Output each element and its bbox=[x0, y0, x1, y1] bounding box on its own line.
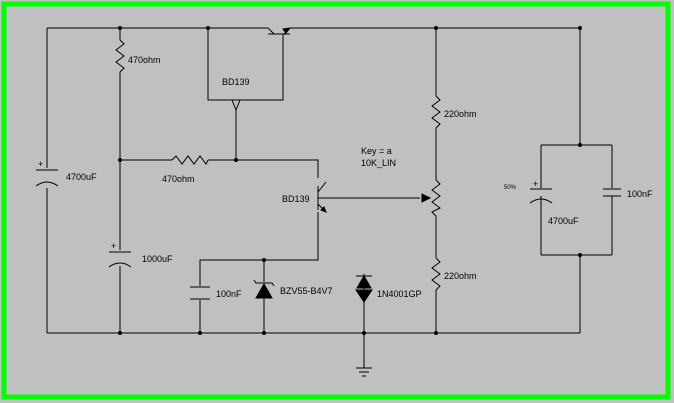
label-zener: BZV55-B4V7 bbox=[280, 286, 333, 296]
capacitor-1000uf[interactable]: + bbox=[108, 241, 132, 268]
label-resistor-470ohm-top: 470ohm bbox=[128, 55, 161, 65]
label-transistor-upper: BD139 bbox=[222, 77, 250, 87]
resistor-220ohm-upper[interactable] bbox=[431, 95, 441, 129]
svg-text:+: + bbox=[38, 159, 43, 169]
capacitor-100nf-left[interactable] bbox=[190, 286, 210, 300]
label-resistor-220ohm-upper: 220ohm bbox=[444, 109, 477, 119]
junction-dots bbox=[118, 26, 582, 335]
label-capacitor-4700uf-left: 4700uF bbox=[66, 172, 97, 182]
label-diode: 1N4001GP bbox=[377, 289, 422, 299]
label-pot-key: Key = a bbox=[361, 146, 392, 156]
label-resistor-470ohm-mid: 470ohm bbox=[162, 174, 195, 184]
label-pot-percent: 50% bbox=[504, 185, 517, 191]
svg-text:+: + bbox=[111, 241, 116, 251]
transistor-bd139-upper[interactable] bbox=[226, 27, 292, 111]
wires bbox=[46, 27, 613, 368]
transistor-bd139-lower[interactable] bbox=[317, 181, 327, 213]
capacitor-4700uf-left[interactable]: + bbox=[35, 159, 59, 187]
label-capacitor-1000uf: 1000uF bbox=[142, 254, 173, 264]
label-capacitor-100nf-right: 100nF bbox=[627, 189, 653, 199]
label-capacitor-4700uf-right: 4700uF bbox=[548, 216, 579, 226]
resistor-470ohm-top[interactable] bbox=[115, 39, 125, 73]
label-capacitor-100nf-left: 100nF bbox=[216, 289, 242, 299]
potentiometer-10k[interactable] bbox=[421, 179, 441, 217]
svg-text:+: + bbox=[533, 179, 538, 189]
ground-icon bbox=[356, 367, 372, 377]
resistor-220ohm-lower[interactable] bbox=[431, 257, 441, 291]
zener-diode[interactable] bbox=[253, 279, 275, 299]
diode-1n4001gp[interactable] bbox=[355, 275, 373, 303]
resistor-470ohm-mid[interactable] bbox=[171, 155, 209, 165]
capacitor-100nf-right[interactable] bbox=[603, 188, 621, 197]
label-pot-value: 10K_LIN bbox=[361, 158, 396, 168]
capacitor-4700uf-right[interactable]: + bbox=[529, 179, 553, 204]
label-resistor-220ohm-lower: 220ohm bbox=[444, 271, 477, 281]
label-transistor-lower: BD139 bbox=[282, 194, 310, 204]
